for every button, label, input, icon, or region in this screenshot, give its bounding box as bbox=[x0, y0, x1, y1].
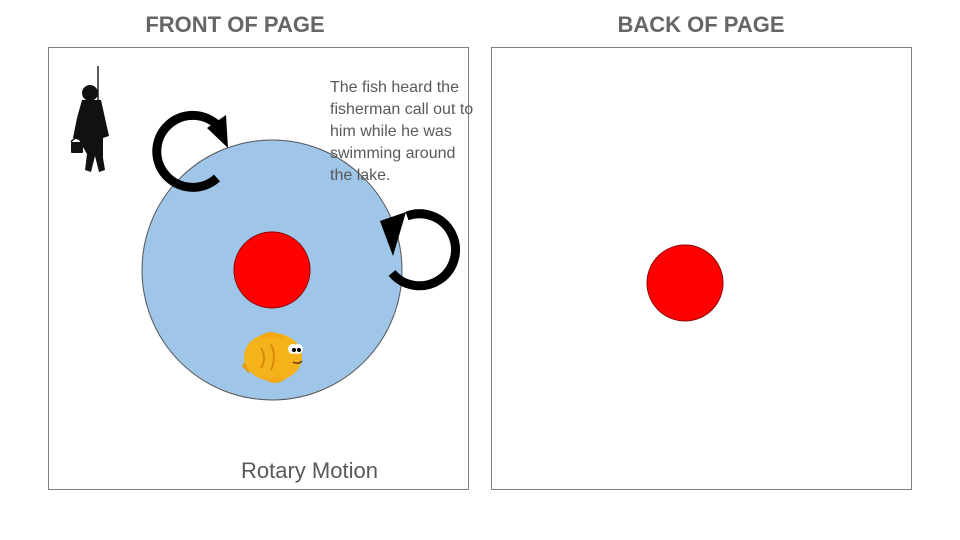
fisherman-icon bbox=[70, 66, 109, 172]
front-of-page-heading: FRONT OF PAGE bbox=[145, 12, 325, 37]
back-page-panel bbox=[491, 47, 912, 490]
counterclockwise-arrow-icon bbox=[380, 209, 460, 291]
back-of-page-heading: BACK OF PAGE bbox=[617, 12, 785, 37]
front-page-panel: The fish heard the fisherman call out to… bbox=[48, 47, 473, 490]
clockwise-arrow-icon bbox=[152, 110, 228, 192]
back-pin-dot bbox=[646, 244, 724, 322]
center-pin-dot bbox=[233, 231, 311, 309]
back-artwork bbox=[646, 244, 724, 322]
front-artwork bbox=[70, 66, 460, 401]
rotary-motion-caption: Rotary Motion bbox=[241, 458, 378, 483]
story-text: The fish heard the fisherman call out to… bbox=[330, 79, 474, 184]
fish-icon bbox=[242, 332, 303, 383]
